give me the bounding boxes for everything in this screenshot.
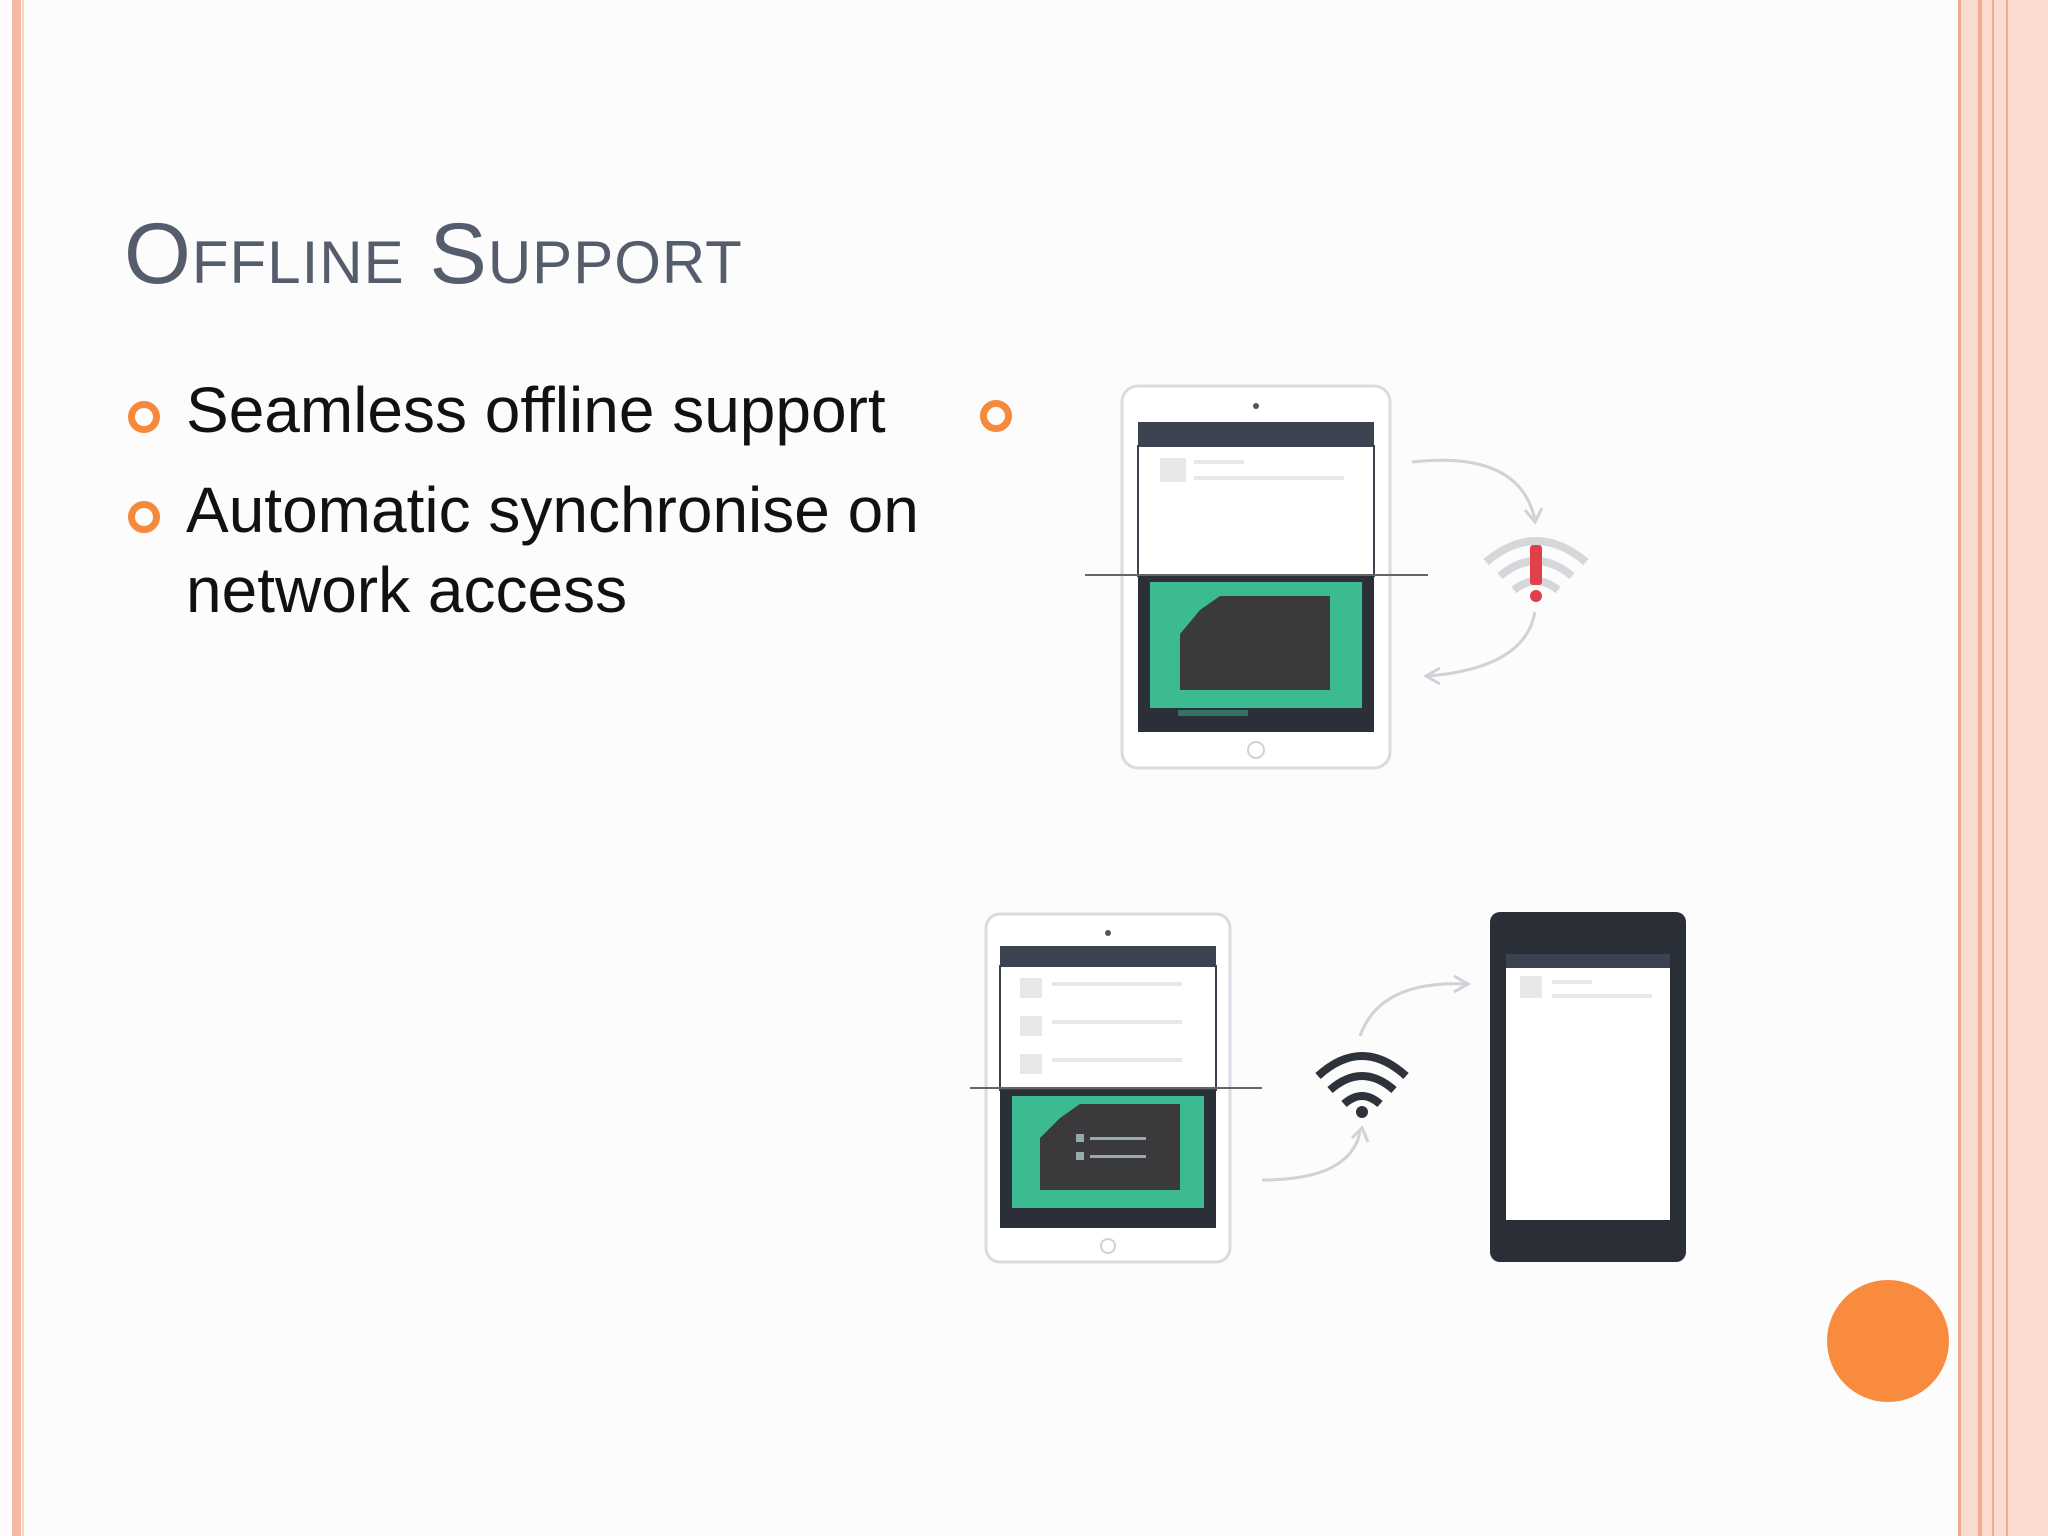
right-border-line	[1958, 0, 1961, 1536]
wifi-warning-icon	[1483, 537, 1589, 602]
tablet-icon	[1085, 384, 1428, 770]
bullet-ring-icon	[128, 401, 160, 433]
right-border-band	[1958, 0, 2048, 1536]
right-border-line	[2006, 0, 2008, 1536]
left-border-inner-line	[22, 0, 24, 1536]
right-border-line	[1992, 0, 1994, 1536]
tablet-icon	[970, 912, 1262, 1264]
bullet-ring-icon	[128, 501, 160, 533]
bullet-text: Seamless offline support	[186, 374, 886, 446]
bullet-text: Automatic synchronise on network access	[186, 474, 919, 626]
bullet-ring-icon	[980, 400, 1012, 432]
bullet-item: Automatic synchronise on network access	[124, 470, 924, 630]
phone-icon	[1490, 912, 1686, 1262]
bullet-list: Seamless offline support Automatic synch…	[124, 370, 924, 650]
slide-background	[24, 0, 1958, 1536]
offline-sync-illustration	[970, 384, 1686, 1264]
slide-title: Offline Support	[124, 206, 743, 302]
wifi-icon	[1315, 1052, 1409, 1118]
bullet-item: Seamless offline support	[124, 370, 924, 450]
orange-accent-circle	[1827, 1280, 1949, 1402]
left-border-stripe	[12, 0, 21, 1536]
right-border-line	[1978, 0, 1982, 1536]
